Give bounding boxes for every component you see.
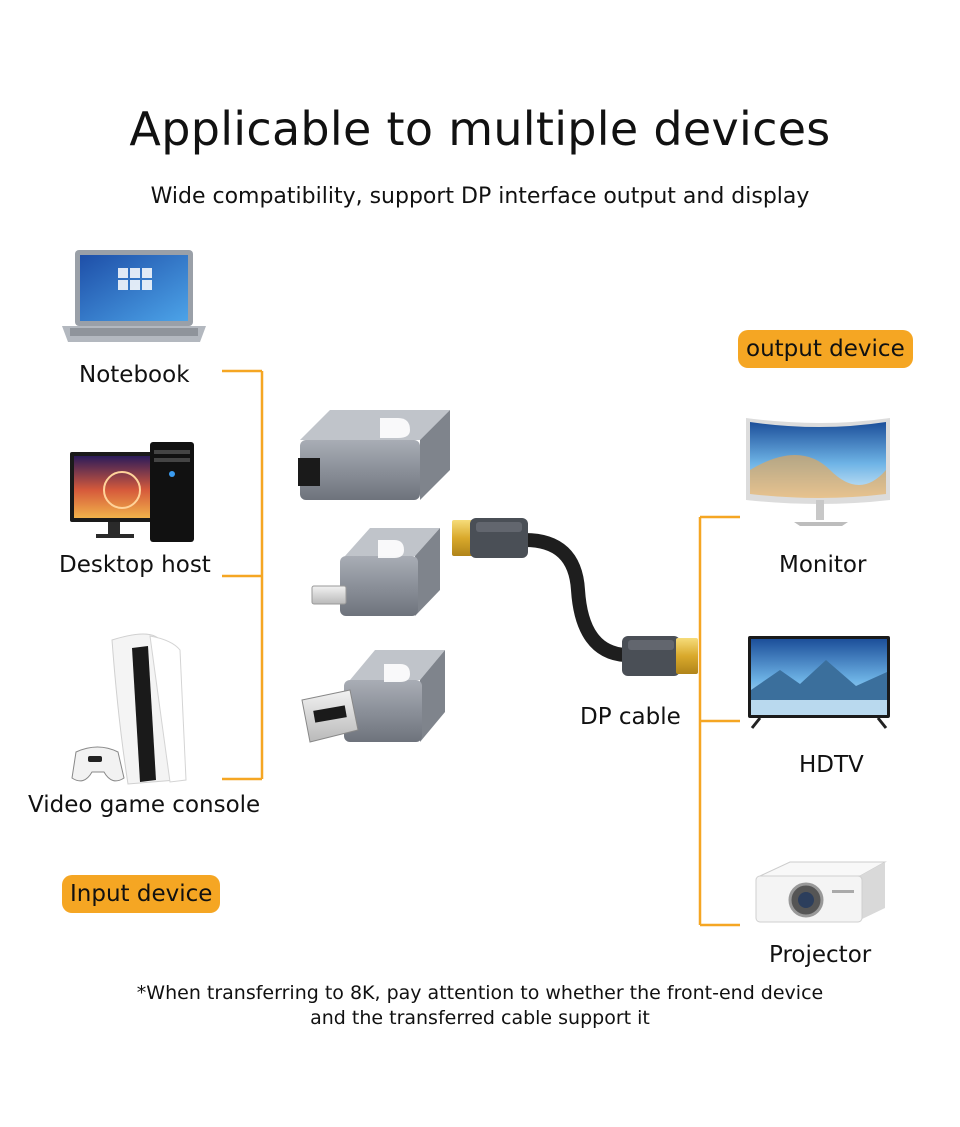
dp-male-adapter-icon	[301, 650, 445, 743]
projector-label: Projector	[769, 942, 872, 968]
notebook-label: Notebook	[79, 362, 190, 388]
desktop-host-label: Desktop host	[59, 552, 211, 578]
projector-icon	[755, 861, 887, 923]
monitor-label: Monitor	[779, 552, 867, 578]
desktop-host-icon	[70, 442, 194, 542]
output-connector-lines	[698, 515, 740, 927]
output-device-badge: output device	[738, 330, 913, 368]
video-game-console-label: Video game console	[28, 792, 261, 818]
monitor-icon	[746, 418, 890, 526]
mini-dp-adapter-icon	[311, 528, 440, 616]
page-subtitle: Wide compatibility, support DP interface…	[150, 184, 810, 209]
video-game-console-icon	[71, 633, 187, 785]
dp-cable-icon	[452, 518, 698, 676]
footnote: *When transferring to 8K, pay attention …	[0, 981, 960, 1031]
hdtv-icon	[748, 636, 890, 729]
dp-female-adapter-icon	[298, 410, 450, 500]
hdtv-label: HDTV	[799, 752, 864, 778]
page-title: Applicable to multiple devices	[129, 102, 831, 156]
notebook-icon	[62, 250, 206, 342]
input-device-badge: Input device	[62, 875, 221, 913]
dp-cable-label: DP cable	[580, 704, 681, 730]
input-connector-lines	[222, 369, 264, 781]
footnote-line-1: *When transferring to 8K, pay attention …	[136, 982, 824, 1004]
footnote-line-2: and the transferred cable support it	[310, 1007, 650, 1029]
